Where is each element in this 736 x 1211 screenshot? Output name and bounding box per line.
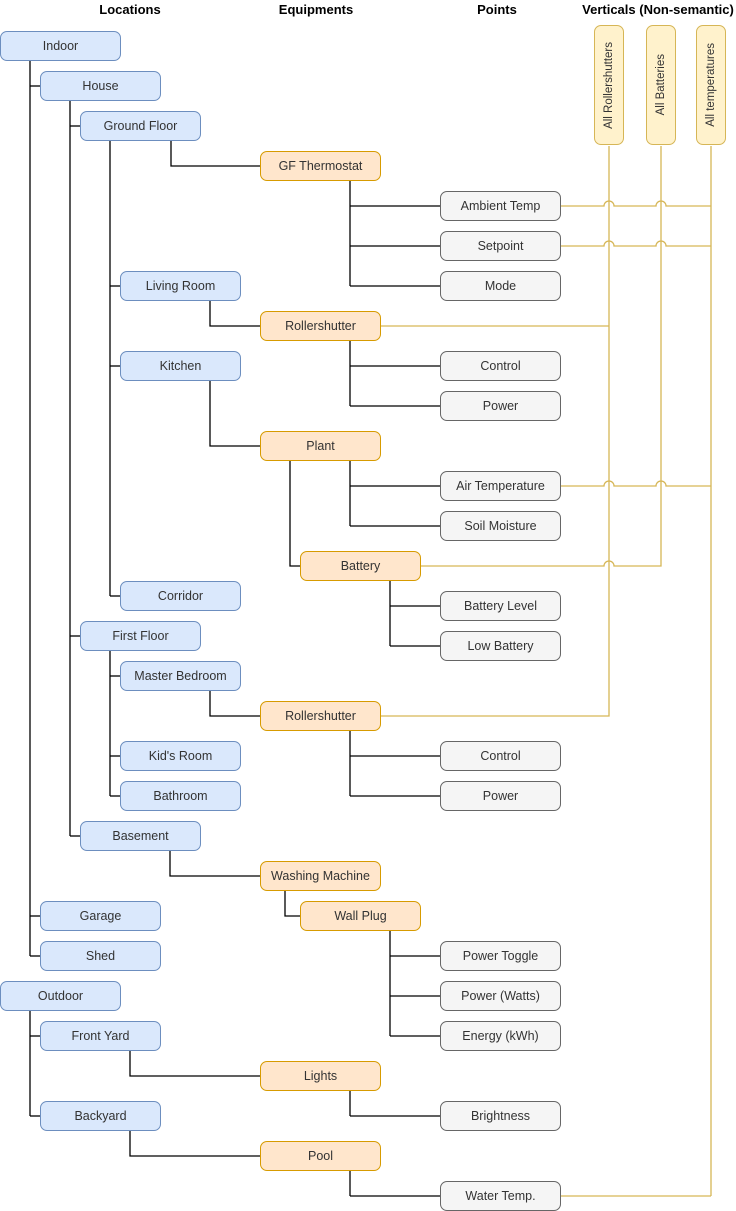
column-header-verticals: Verticals (Non-semantic) bbox=[582, 2, 734, 17]
node-equipment-washing-machine: Washing Machine bbox=[260, 861, 381, 891]
column-header-points: Points bbox=[477, 2, 517, 17]
node-equipment-rollershutter-ff: Rollershutter bbox=[260, 701, 381, 731]
node-equipment-rollershutter-gf: Rollershutter bbox=[260, 311, 381, 341]
node-point-power-gf: Power bbox=[440, 391, 561, 421]
edge-setpoint-alltemperatures bbox=[561, 240, 711, 247]
edge-rollershutter1-livingroom bbox=[209, 301, 260, 327]
node-location-master-bedroom: Master Bedroom bbox=[120, 661, 241, 691]
node-point-mode: Mode bbox=[440, 271, 561, 301]
node-equipment-pool: Pool bbox=[260, 1141, 381, 1171]
edge-pool-backyard bbox=[129, 1131, 260, 1157]
node-point-control-ff: Control bbox=[440, 741, 561, 771]
vertical-label: All Batteries bbox=[655, 54, 667, 116]
node-point-air-temperature: Air Temperature bbox=[440, 471, 561, 501]
edge-lights-frontyard bbox=[129, 1051, 260, 1077]
node-location-shed: Shed bbox=[40, 941, 161, 971]
column-header-equipments: Equipments bbox=[278, 2, 354, 17]
node-location-house: House bbox=[40, 71, 161, 101]
node-point-power-toggle: Power Toggle bbox=[440, 941, 561, 971]
node-point-ambient-temp: Ambient Temp bbox=[440, 191, 561, 221]
node-point-power-ff: Power bbox=[440, 781, 561, 811]
node-point-low-battery: Low Battery bbox=[440, 631, 561, 661]
node-point-control-gf: Control bbox=[440, 351, 561, 381]
node-location-corridor: Corridor bbox=[120, 581, 241, 611]
node-location-outdoor: Outdoor bbox=[0, 981, 121, 1011]
vertical-label: All temperatures bbox=[705, 43, 717, 127]
edge-washingmachine-basement bbox=[169, 851, 260, 877]
node-point-water-temp: Water Temp. bbox=[440, 1181, 561, 1211]
edge-plant-kitchen bbox=[209, 381, 260, 447]
node-location-garage: Garage bbox=[40, 901, 161, 931]
node-vertical-all-temperatures: All temperatures bbox=[696, 25, 726, 145]
node-vertical-all-batteries: All Batteries bbox=[646, 25, 676, 145]
node-equipment-gf-thermostat: GF Thermostat bbox=[260, 151, 381, 181]
node-location-living-room: Living Room bbox=[120, 271, 241, 301]
edge-airtemperature-alltemperatures bbox=[561, 480, 711, 487]
node-location-backyard: Backyard bbox=[40, 1101, 161, 1131]
edge-rollershutter2-masterbedroom bbox=[209, 691, 260, 717]
edge-ambienttemp-alltemperatures bbox=[561, 200, 711, 207]
node-location-first-floor: First Floor bbox=[80, 621, 201, 651]
column-header-locations: Locations bbox=[99, 2, 161, 17]
vertical-label: All Rollershutters bbox=[603, 41, 615, 129]
node-vertical-all-rollershutters: All Rollershutters bbox=[594, 25, 624, 145]
node-point-battery-level: Battery Level bbox=[440, 591, 561, 621]
node-location-kitchen: Kitchen bbox=[120, 351, 241, 381]
node-location-front-yard: Front Yard bbox=[40, 1021, 161, 1051]
node-point-power-watts: Power (Watts) bbox=[440, 981, 561, 1011]
node-point-soil-moisture: Soil Moisture bbox=[440, 511, 561, 541]
node-point-setpoint: Setpoint bbox=[440, 231, 561, 261]
node-equipment-plant: Plant bbox=[260, 431, 381, 461]
edge-gfthermostat-groundfloor bbox=[170, 141, 260, 167]
edge-wallplug-washingmachine bbox=[284, 891, 300, 917]
node-point-energy-kwh: Energy (kWh) bbox=[440, 1021, 561, 1051]
node-location-basement: Basement bbox=[80, 821, 201, 851]
node-equipment-battery: Battery bbox=[300, 551, 421, 581]
node-location-kids-room: Kid's Room bbox=[120, 741, 241, 771]
node-equipment-lights: Lights bbox=[260, 1061, 381, 1091]
edge-battery-plant bbox=[289, 461, 300, 567]
node-point-brightness: Brightness bbox=[440, 1101, 561, 1131]
node-location-bathroom: Bathroom bbox=[120, 781, 241, 811]
node-equipment-wall-plug: Wall Plug bbox=[300, 901, 421, 931]
node-location-ground-floor: Ground Floor bbox=[80, 111, 201, 141]
node-location-indoor: Indoor bbox=[0, 31, 121, 61]
